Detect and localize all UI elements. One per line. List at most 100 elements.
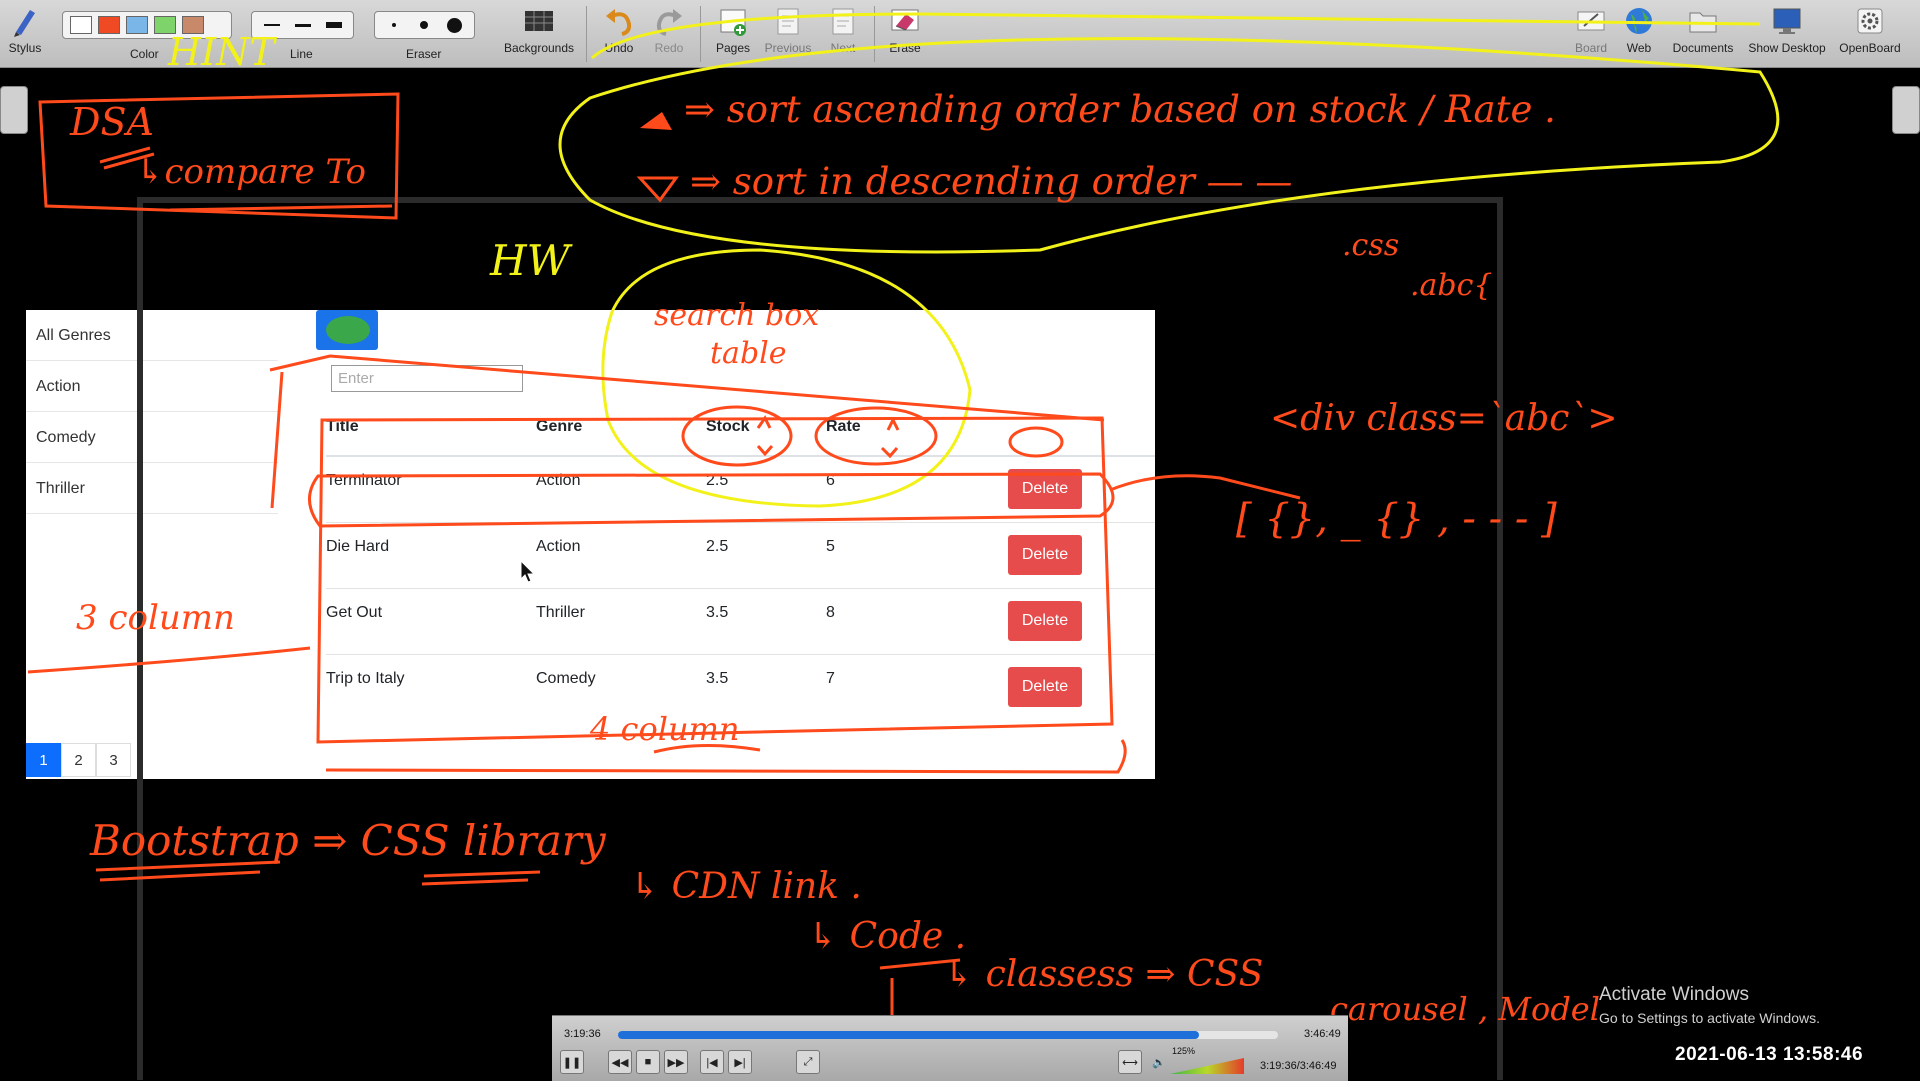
page-3-button[interactable]: 3 [96, 743, 131, 777]
line-thick[interactable] [321, 15, 346, 35]
erase-button[interactable]: Erase [882, 4, 928, 55]
seek-progress [618, 1031, 1199, 1039]
line-label: Line [290, 47, 313, 61]
pause-button[interactable]: ❚❚ [560, 1050, 584, 1074]
table-row: Trip to Italy Comedy 3.5 7 Delete [326, 655, 1155, 720]
board-label: Board [1574, 41, 1608, 55]
speaker-icon[interactable]: 🔈 [1152, 1057, 1166, 1069]
stylus-icon [14, 10, 35, 37]
separator [874, 6, 875, 62]
abc-rule-note: .abc{ [1410, 268, 1493, 303]
previous-page-button[interactable]: Previous [760, 4, 816, 55]
table-row: Terminator Action 2.5 6 Delete [326, 457, 1155, 523]
current-time: 3:19:36 [564, 1028, 601, 1040]
redo-label: Redo [654, 41, 684, 55]
erase-icon [891, 9, 919, 31]
eraser-label: Eraser [406, 47, 442, 61]
left-panel-handle[interactable] [0, 86, 28, 134]
documents-button[interactable]: Documents [1668, 4, 1738, 55]
next-page-icon [832, 8, 854, 35]
right-panel-handle[interactable] [1892, 86, 1920, 134]
board-mode-button[interactable]: Board [1568, 4, 1614, 55]
delete-button[interactable]: Delete [1008, 601, 1082, 641]
table-header: Title Genre Stock Rate [326, 403, 1155, 457]
page-2-button[interactable]: 2 [61, 743, 96, 777]
div-class-note: <div class=`abc`> [1270, 398, 1618, 439]
previous-chapter-button[interactable]: |◀ [700, 1050, 724, 1074]
undo-button[interactable]: Undo [596, 4, 642, 55]
eraser-small[interactable] [381, 15, 407, 35]
redo-button[interactable]: Redo [646, 4, 692, 55]
fast-forward-button[interactable]: ▶▶ [664, 1050, 688, 1074]
web-mode-button[interactable]: Web [1616, 4, 1662, 55]
app-logo [316, 310, 378, 350]
eraser-large[interactable] [441, 15, 467, 35]
genre-item-all[interactable]: All Genres [26, 310, 278, 361]
movie-genre: Action [536, 538, 581, 555]
skip-forward-icon: ▶| [734, 1056, 746, 1069]
color-swatch-white[interactable] [70, 16, 92, 34]
activate-title: Activate Windows [1599, 984, 1749, 1005]
gear-icon [1857, 8, 1883, 34]
redo-icon [656, 9, 682, 36]
eraser-medium[interactable] [411, 15, 437, 35]
backgrounds-button[interactable]: Backgrounds [500, 4, 578, 55]
genre-item-thriller[interactable]: Thriller [26, 463, 278, 514]
color-swatch-red[interactable] [98, 16, 120, 34]
table-row: Die Hard Action 2.5 5 Delete [326, 523, 1155, 589]
undo-label: Undo [604, 41, 634, 55]
datetime-overlay: 2021-06-13 13:58:46 [1675, 1044, 1864, 1065]
movie-stock: 3.5 [706, 604, 729, 621]
three-column-note: 3 column [76, 598, 235, 638]
show-desktop-label: Show Desktop [1748, 41, 1826, 55]
fullscreen-button[interactable]: ⤢ [796, 1050, 820, 1074]
hint-note: HINT [168, 30, 275, 74]
genre-item-action[interactable]: Action [26, 361, 278, 412]
next-label: Next [830, 41, 856, 55]
next-page-button[interactable]: Next [818, 4, 868, 55]
show-desktop-button[interactable]: Show Desktop [1744, 4, 1830, 55]
line-medium[interactable] [290, 15, 315, 35]
line-thin[interactable] [259, 15, 284, 35]
eraser-size-options [374, 11, 475, 39]
pause-icon: ❚❚ [562, 1056, 582, 1069]
genre-item-comedy[interactable]: Comedy [26, 412, 278, 463]
movie-stock: 2.5 [706, 472, 729, 489]
web-label: Web [1626, 41, 1652, 55]
media-player: 3:19:36 3:46:49 ❚❚ ◀◀ ■ ▶▶ |◀ ▶| ⤢ ⟷ 🔈 1… [552, 1015, 1348, 1081]
color-swatch-brown[interactable] [182, 16, 204, 34]
add-page-icon [720, 9, 746, 36]
color-swatch-green[interactable] [154, 16, 176, 34]
header-stock[interactable]: Stock [706, 418, 750, 435]
classes-note: ↳ classess ⇒ CSS [944, 954, 1264, 995]
delete-button[interactable]: Delete [1008, 667, 1082, 707]
next-chapter-button[interactable]: ▶| [728, 1050, 752, 1074]
volume-slider[interactable] [1170, 1058, 1244, 1074]
descending-triangle-icon [636, 176, 679, 203]
openboard-menu-button[interactable]: OpenBoard [1834, 4, 1906, 55]
sort-note-bubble [558, 37, 1780, 254]
time-readout: 3:19:36/3:46:49 [1260, 1060, 1337, 1072]
stop-button[interactable]: ■ [636, 1050, 660, 1074]
bootstrap-note: Bootstrap ⇒ CSS library [90, 816, 606, 865]
rewind-button[interactable]: ◀◀ [608, 1050, 632, 1074]
code-note: ↳ Code . [808, 916, 967, 957]
compare-to-note: ↳compare To [136, 152, 366, 192]
documents-label: Documents [1672, 41, 1734, 55]
pages-button[interactable]: Pages [710, 4, 756, 55]
table-note: table [710, 336, 787, 371]
delete-button[interactable]: Delete [1008, 535, 1082, 575]
movies-table: Title Genre Stock Rate Terminator Action… [326, 403, 1155, 720]
search-input[interactable] [331, 365, 523, 392]
backgrounds-label: Backgrounds [503, 41, 575, 55]
color-swatch-blue[interactable] [126, 16, 148, 34]
backgrounds-icon [525, 11, 553, 31]
aspect-button[interactable]: ⟷ [1118, 1050, 1142, 1074]
header-rate[interactable]: Rate [826, 418, 861, 435]
delete-button[interactable]: Delete [1008, 469, 1082, 509]
page-1-button[interactable]: 1 [26, 743, 61, 777]
pages-label: Pages [715, 41, 751, 55]
stylus-tool[interactable]: Stylus [6, 4, 44, 55]
movie-rate: 5 [826, 538, 835, 555]
seek-bar[interactable] [618, 1031, 1278, 1039]
